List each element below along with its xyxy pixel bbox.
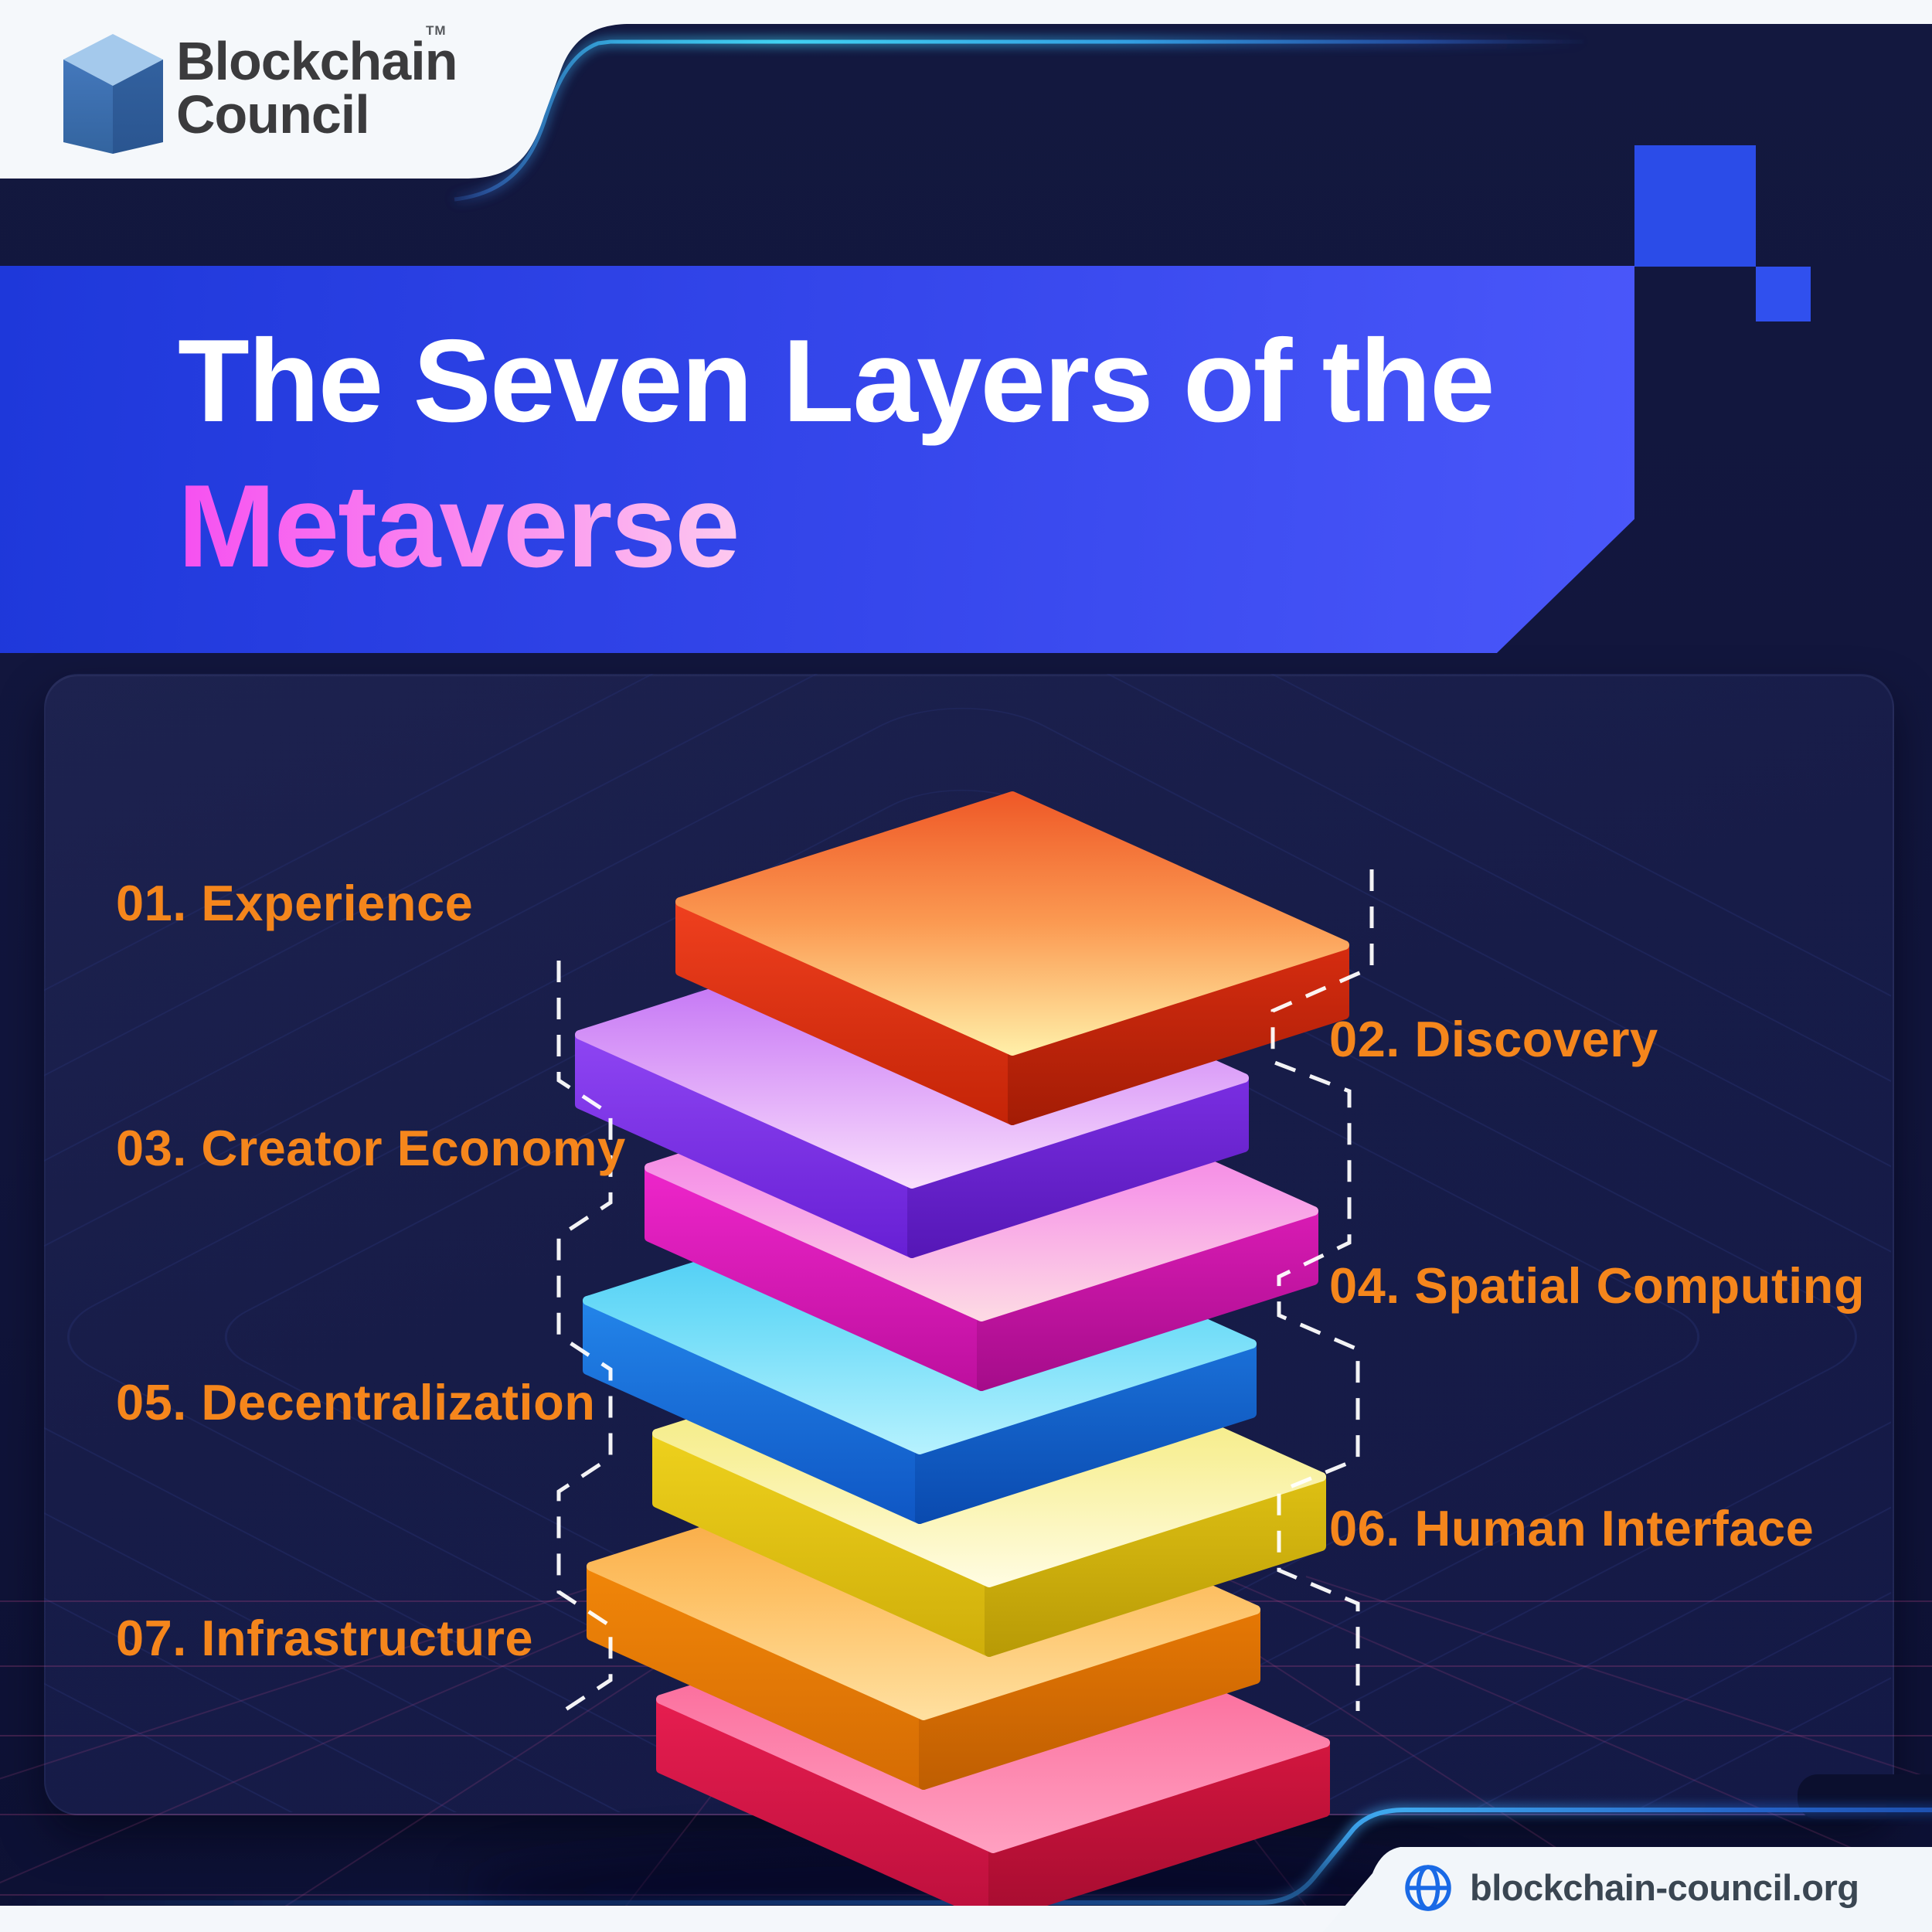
contour-rings [44, 674, 1891, 1812]
accent-square-large [1634, 145, 1756, 267]
page-title-line1: The Seven Layers of the [178, 315, 1495, 447]
layer-label-spatial-computing: 04. Spatial Computing [1329, 1257, 1866, 1314]
brand-cube-icon [63, 34, 163, 154]
layer-label-experience: 01. Experience [116, 875, 474, 931]
layer-label-discovery: 02. Discovery [1329, 1011, 1658, 1067]
trademark-symbol: TM [426, 23, 447, 38]
layer-label-infrastructure: 07. Infrastructure [116, 1610, 534, 1666]
dashed-connectors [556, 869, 1374, 1716]
title-banner: The Seven Layers of the Metaverse [0, 266, 1634, 653]
layer-label-human-interface: 06. Human Interface [1329, 1500, 1815, 1556]
layer-label-creator-economy: 03. Creator Economy [116, 1120, 626, 1176]
globe-icon [1403, 1863, 1453, 1913]
footer-url[interactable]: blockchain-council.org [1470, 1867, 1859, 1908]
top-glow-line [454, 38, 1584, 203]
accent-square-small [1756, 267, 1811, 321]
layer-label-decentralization: 05. Decentralization [116, 1374, 596, 1430]
brand-name: Blockchain Council [176, 31, 457, 145]
slab-experience [675, 791, 1349, 1125]
dashed-line-left [556, 961, 613, 1716]
page-title-line2: Metaverse [178, 459, 740, 594]
brand-name-line1: Blockchain [176, 31, 457, 91]
brand-name-line2: Council [176, 84, 370, 145]
footer-bar: blockchain-council.org [1323, 1847, 1932, 1932]
